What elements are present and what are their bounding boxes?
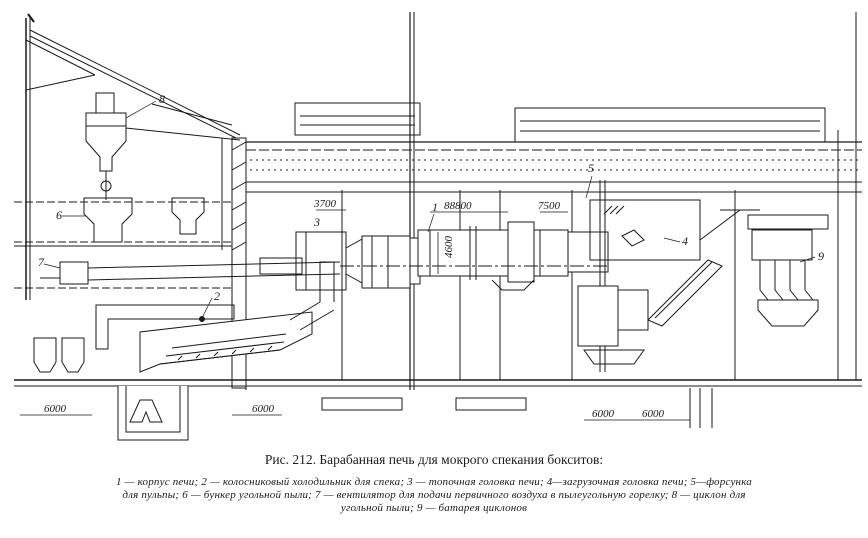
figure-caption: Рис. 212. Барабанная печь для мокрого сп… [264,452,604,467]
callout-4: 4 [682,234,688,248]
figure-legend: 1 — корпус печи; 2 — колосниковый холоди… [8,476,860,515]
truss-detail [250,159,860,171]
callout-3: 3 [313,215,320,229]
grate-cooler-2 [139,261,335,373]
coal-bunkers-6 [14,197,232,247]
callout-1: 1 [432,200,438,214]
callout-8: 8 [159,92,165,106]
dim-6000-right2: 6000 [642,408,665,420]
callout-7: 7 [38,255,45,269]
callout-5: 5 [588,161,594,175]
coal-cyclone-8 [85,92,241,200]
firing-hood-3 [259,231,347,291]
left-mast [25,13,241,300]
dim-4600: 4600 [443,236,455,259]
dim-88800: 88800 [444,200,472,212]
legend-line-1: 1 — корпус печи; 2 — колосниковый холоди… [116,476,752,488]
building-columns [341,12,857,390]
dim-6000-left: 6000 [44,403,67,415]
rotary-kiln-1 [340,221,610,291]
dim-3700: 3700 [313,198,337,210]
ground-line [14,379,862,441]
ground-equipment-left [33,304,235,373]
legend-line-3: угольной пыли; 9 — батарея циклонов [340,502,528,514]
central-building-roof [246,102,862,193]
kiln-drawing: 1 2 3 4 5 6 7 8 9 3700 88800 7500 4600 6… [14,12,862,441]
primary-air-fan-7 [14,261,341,289]
callout-9: 9 [818,249,824,263]
dimension-lines [20,209,690,421]
callout-6: 6 [56,208,62,222]
callout-2: 2 [214,289,220,303]
cyclone-battery-9 [699,209,829,327]
legend-line-2: для пульпы; 6 — бункер угольной пыли; 7 … [122,489,746,501]
dim-7500: 7500 [538,200,561,212]
dim-6000-right1: 6000 [592,408,615,420]
dim-6000-mid: 6000 [252,403,275,415]
feed-end-housing-4 [577,180,723,372]
